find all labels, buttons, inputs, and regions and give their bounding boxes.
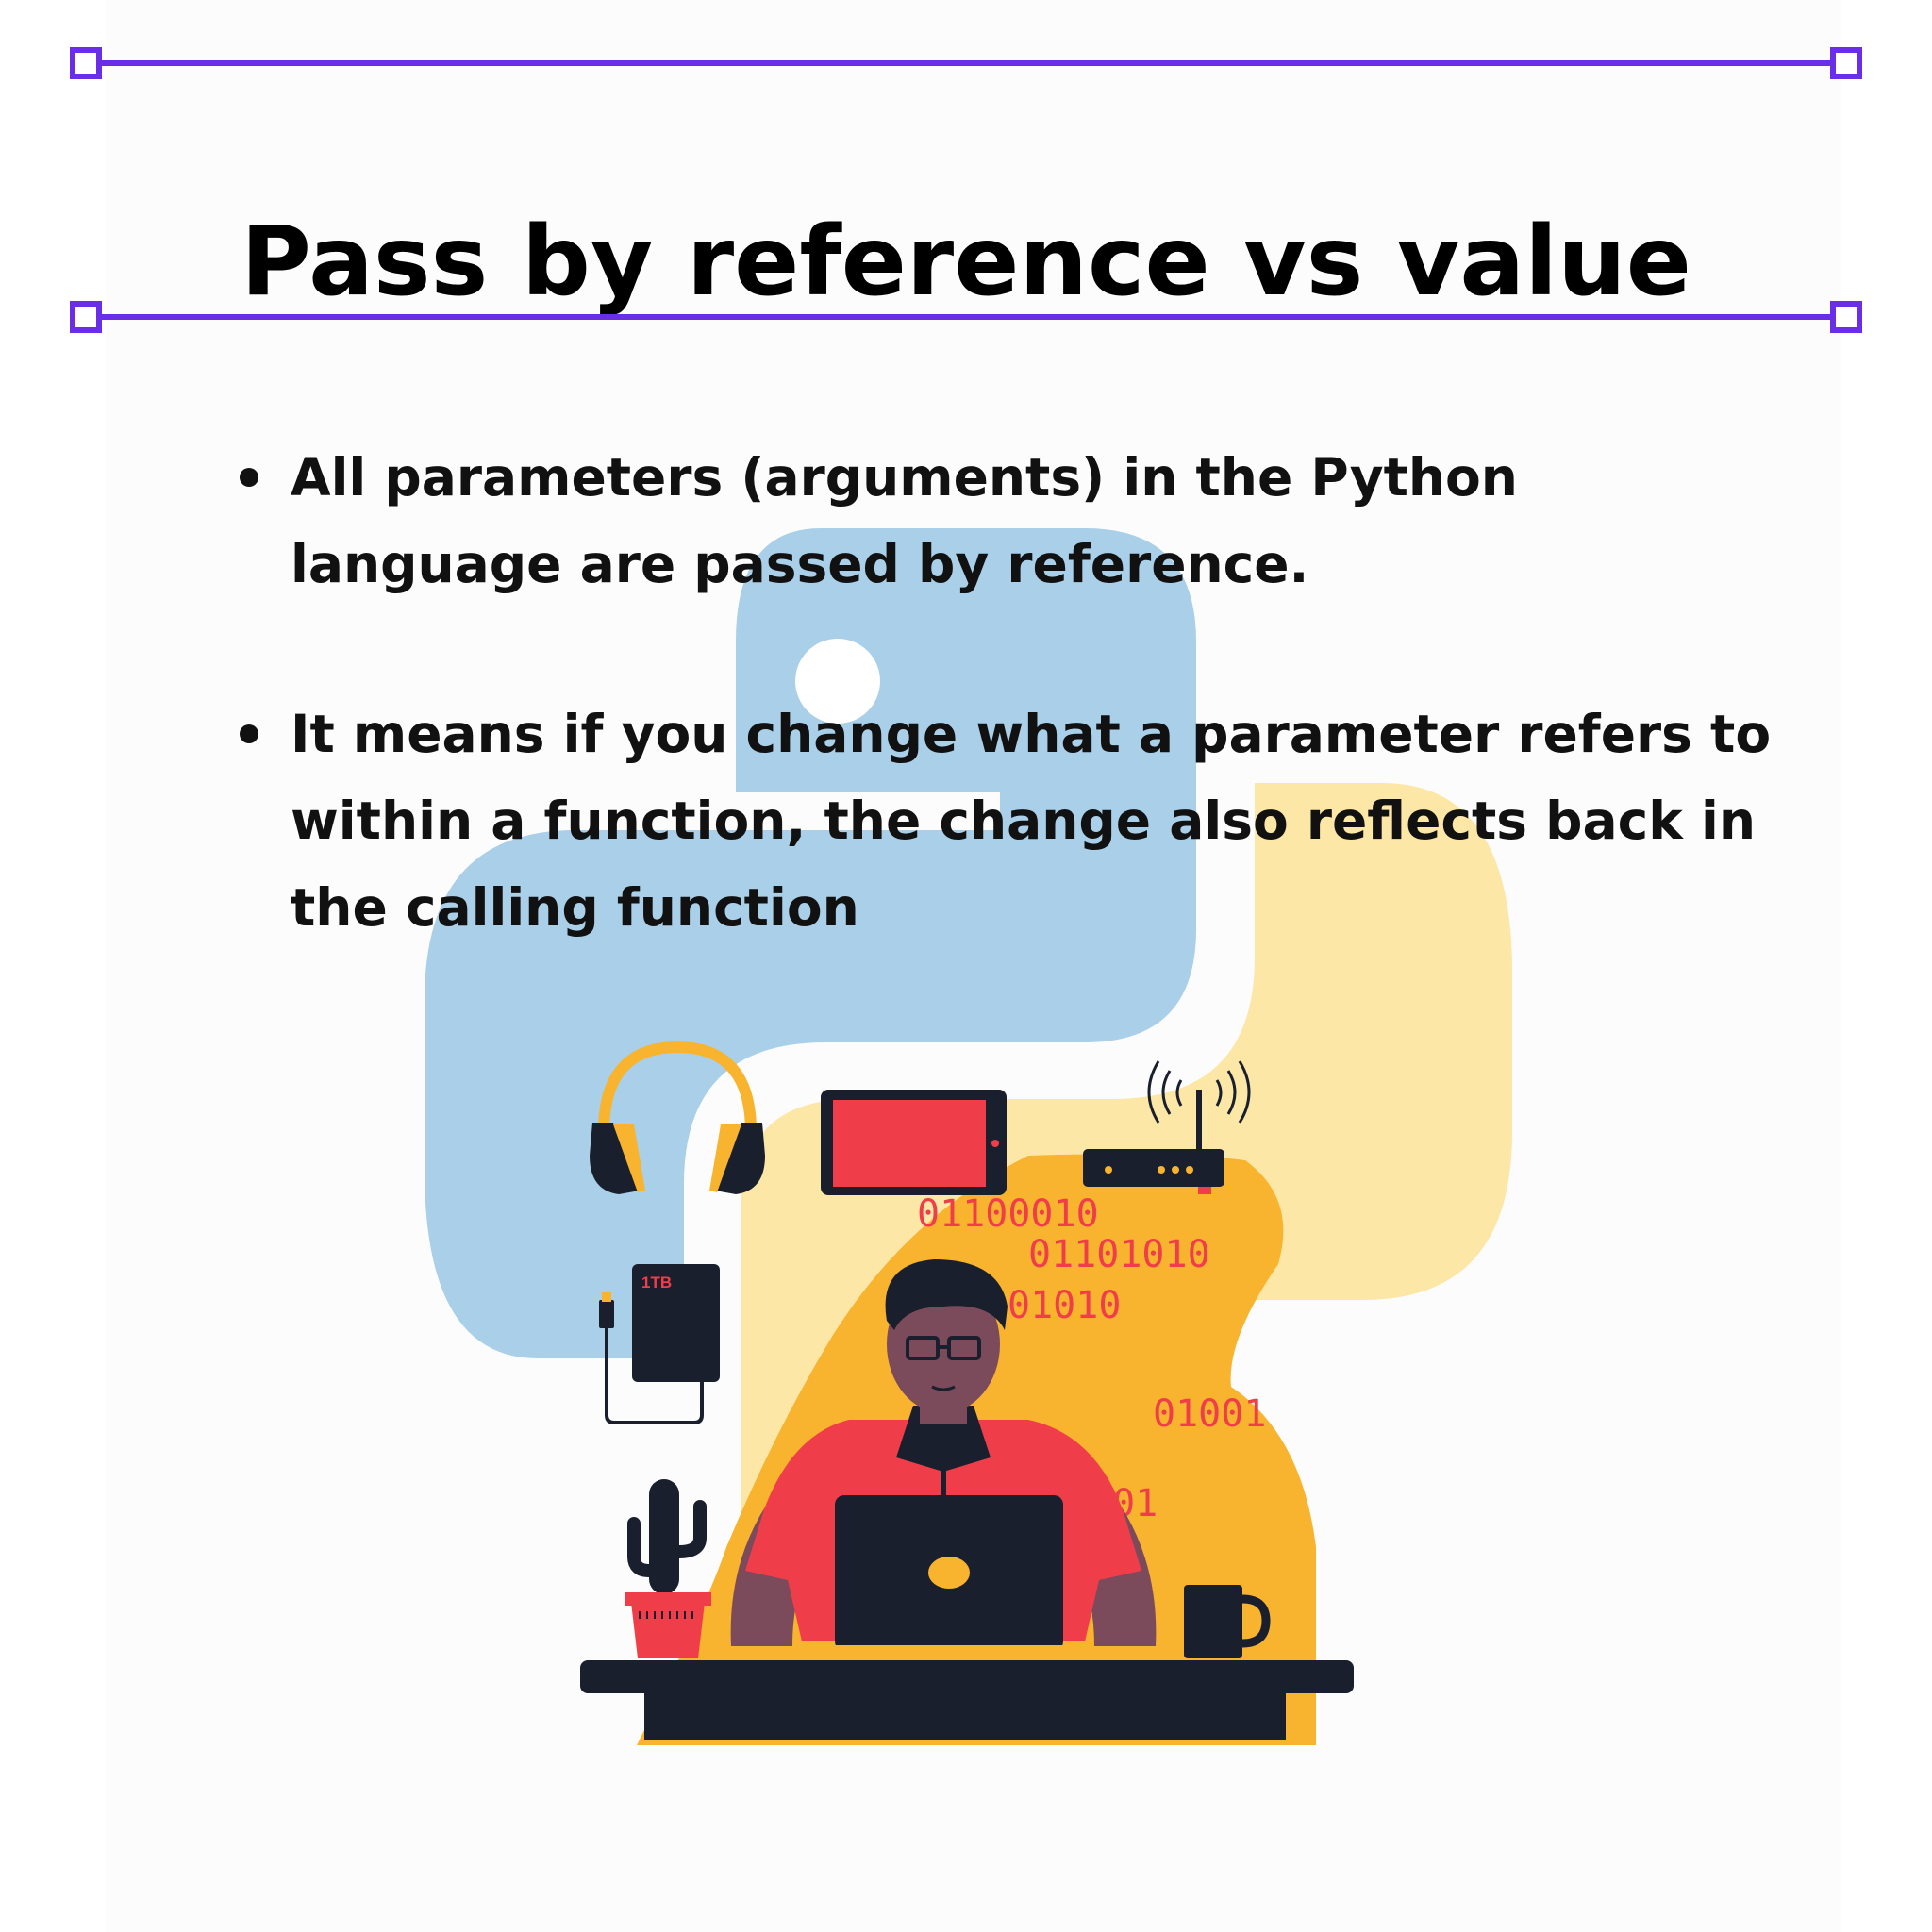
bullet-text: It means if you change what a parameter … [291,704,1772,938]
divider-handle-left [70,301,102,333]
laptop-icon [830,1495,1068,1653]
page-title: Pass by reference vs value [241,206,1691,319]
router-icon [1083,1060,1251,1194]
bullet-list: All parameters (arguments) in the Python… [226,434,1774,1034]
bullet-item: It means if you change what a parameter … [226,691,1774,951]
bullet-text: All parameters (arguments) in the Python… [291,447,1518,594]
bottom-divider [70,301,1862,333]
hard-drive-icon: 1TB [599,1264,720,1424]
bullet-dot [240,724,258,743]
desk [580,1660,1354,1740]
binary-line-1: 01100010 [917,1192,1099,1236]
cactus-icon [625,1479,711,1658]
binary-line-2: 01101010 [1028,1233,1210,1276]
tablet-icon [821,1090,1007,1195]
headphones-icon [590,1041,765,1194]
mug-icon [1184,1585,1271,1658]
drive-label: 1TB [641,1274,672,1291]
binary-line-4: 01001 [1153,1392,1266,1436]
top-divider [70,47,1862,79]
bullet-dot [240,468,258,487]
divider-handle-left [70,47,102,79]
divider-handle-right [1830,47,1862,79]
binary-line-3: 01010 [1008,1284,1121,1327]
python-logo-eye-top [795,639,880,724]
bullet-item: All parameters (arguments) in the Python… [226,434,1774,608]
divider-handle-right [1830,301,1862,333]
